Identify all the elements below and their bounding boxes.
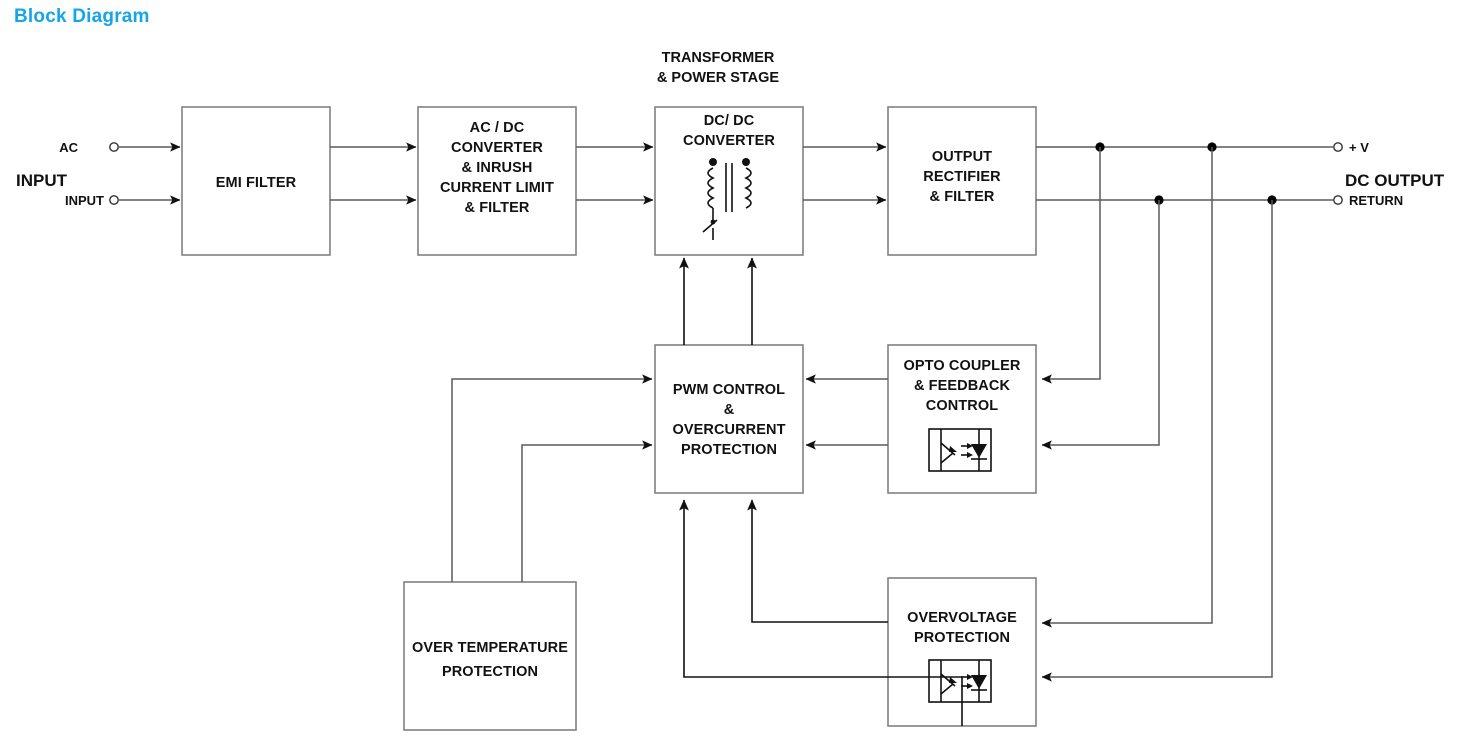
dc-dc-label-1: CONVERTER <box>683 133 775 149</box>
output-rectifier-label-2: & FILTER <box>930 189 995 205</box>
block-dc-dc-converter[interactable]: DC/ DC CONVERTER <box>654 106 804 256</box>
dc-dc-converter-box[interactable] <box>654 106 804 256</box>
return-terminal-label: RETURN <box>1349 193 1403 208</box>
transformer-power-stage-annotation: TRANSFORMER & POWER STAGE <box>657 50 780 86</box>
over-temperature-label-1: PROTECTION <box>442 664 538 680</box>
block-pwm-control[interactable]: PWM CONTROL & OVERCURRENT PROTECTION <box>654 344 804 494</box>
opto-coupler-label-2: CONTROL <box>926 398 998 414</box>
page-title: Block Diagram <box>14 6 150 27</box>
pwm-control-box[interactable] <box>654 344 804 494</box>
ac-terminal-node <box>109 142 119 152</box>
wire-otp-to-pwm-top <box>451 374 653 582</box>
ac-dc-label-1: CONVERTER <box>451 140 543 156</box>
plus-v-terminal-node <box>1333 142 1343 152</box>
wire-plusv-to-optocoupler <box>1041 147 1101 384</box>
ac-dc-label-3: CURRENT LIMIT <box>440 180 554 196</box>
over-temperature-label-0: OVER TEMPERATURE <box>412 640 568 656</box>
transformer-symbol <box>702 158 752 240</box>
ac-dc-label-4: & FILTER <box>465 200 530 216</box>
block-over-temperature-protection[interactable]: OVER TEMPERATURE PROTECTION <box>403 581 577 731</box>
wire-otp-to-pwm-bottom <box>521 440 653 582</box>
plus-v-terminal-label: + V <box>1349 140 1369 155</box>
opto-coupler-label-1: & FEEDBACK <box>914 378 1010 394</box>
pwm-control-label-1: & <box>724 402 735 418</box>
block-opto-coupler[interactable]: OPTO COUPLER & FEEDBACK CONTROL <box>887 344 1037 494</box>
wire-return-to-ovp <box>1041 200 1273 682</box>
emi-filter-label-0: EMI FILTER <box>216 175 297 191</box>
input-terminal-label: INPUT <box>65 193 104 208</box>
wire-ovp-to-pwm-left <box>679 499 963 726</box>
wire-ovp-to-pwm-right <box>747 499 888 623</box>
output-group-label: DC OUTPUT <box>1345 171 1445 190</box>
output-rectifier-label-1: RECTIFIER <box>923 169 1001 185</box>
input-terminal-group: INPUT AC INPUT <box>16 140 181 208</box>
opto-coupler-label-0: OPTO COUPLER <box>904 358 1021 374</box>
wire-return-to-optocoupler <box>1041 200 1160 450</box>
pwm-control-label-2: OVERCURRENT <box>672 422 785 438</box>
transformer-stage-label-1: & POWER STAGE <box>657 70 780 86</box>
ac-dc-label-2: & INRUSH <box>462 160 533 176</box>
optocoupler-symbol-ovp <box>928 659 992 703</box>
block-ac-dc-converter[interactable]: AC / DC CONVERTER & INRUSH CURRENT LIMIT… <box>417 106 577 256</box>
block-output-rectifier[interactable]: OUTPUT RECTIFIER & FILTER <box>887 106 1037 256</box>
input-group-label: INPUT <box>16 171 68 190</box>
block-emi-filter[interactable]: EMI FILTER <box>181 106 331 256</box>
return-terminal-node <box>1333 195 1343 205</box>
wire-plusv-to-ovp <box>1041 147 1213 628</box>
overvoltage-label-1: PROTECTION <box>914 630 1010 646</box>
ac-terminal-label: AC <box>59 140 78 155</box>
pwm-control-label-3: PROTECTION <box>681 442 777 458</box>
output-rectifier-label-0: OUTPUT <box>932 149 992 165</box>
opto-coupler-box[interactable] <box>887 344 1037 494</box>
ac-dc-converter-box[interactable] <box>417 106 577 256</box>
block-overvoltage-protection[interactable]: OVERVOLTAGE PROTECTION <box>887 577 1037 727</box>
transformer-stage-label-0: TRANSFORMER <box>662 50 775 66</box>
input-terminal-node <box>109 195 119 205</box>
output-terminal-group: + V DC OUTPUT RETURN <box>1333 140 1445 208</box>
overvoltage-label-0: OVERVOLTAGE <box>907 610 1017 626</box>
optocoupler-symbol <box>928 428 992 472</box>
over-temperature-protection-box[interactable] <box>403 581 577 731</box>
pwm-control-label-0: PWM CONTROL <box>673 382 785 398</box>
dc-dc-label-0: DC/ DC <box>704 113 755 129</box>
output-rectifier-box[interactable] <box>887 106 1037 256</box>
ac-dc-label-0: AC / DC <box>470 120 525 136</box>
emi-filter-box[interactable] <box>181 106 331 256</box>
